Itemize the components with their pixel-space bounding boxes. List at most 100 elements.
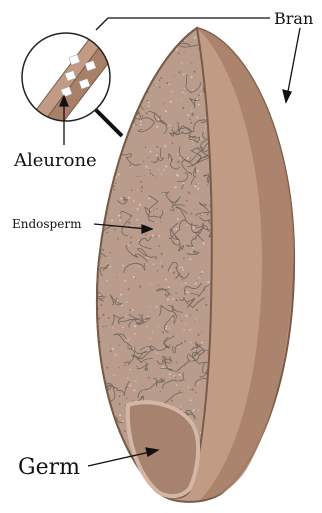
endosperm-speckle: [129, 339, 130, 340]
endosperm-speckle: [162, 356, 163, 357]
endosperm-speckle: [197, 170, 199, 172]
endosperm-speckle: [171, 400, 173, 402]
endosperm-speckle: [115, 182, 117, 184]
endosperm-speckle: [168, 33, 170, 35]
endosperm-speckle: [97, 396, 99, 398]
endosperm-speckle: [198, 94, 200, 96]
endosperm-speckle: [148, 157, 149, 158]
endosperm-speckle: [185, 282, 187, 284]
endosperm-speckle: [106, 172, 108, 174]
endosperm-speckle: [149, 63, 151, 65]
endosperm-cell-wall: [107, 43, 124, 56]
endosperm-speckle: [122, 265, 124, 267]
endosperm-speckle: [184, 40, 185, 41]
endosperm-speckle: [207, 214, 209, 216]
endosperm-speckle: [130, 236, 132, 238]
endosperm-speckle: [109, 317, 110, 318]
endosperm-speckle: [152, 331, 153, 332]
endosperm-speckle: [207, 281, 209, 283]
endosperm-speckle: [208, 230, 210, 232]
endosperm-speckle: [124, 430, 126, 432]
endosperm-speckle: [106, 422, 107, 423]
endosperm-speckle: [145, 362, 146, 363]
endosperm-speckle: [140, 120, 142, 122]
endosperm-speckle: [111, 220, 113, 222]
endosperm-speckle: [113, 52, 115, 54]
endosperm-speckle: [129, 309, 131, 311]
endosperm-speckle: [119, 123, 120, 124]
endosperm-speckle: [95, 456, 96, 457]
endosperm-cell-wall: [137, 36, 166, 46]
endosperm-speckle: [126, 47, 128, 49]
endosperm-cell-wall: [110, 89, 128, 106]
endosperm-speckle: [126, 397, 127, 398]
endosperm-speckle: [145, 88, 147, 90]
endosperm-speckle: [150, 173, 152, 175]
endosperm-speckle: [169, 328, 170, 329]
endosperm-speckle: [204, 130, 205, 131]
endosperm-speckle: [164, 49, 166, 51]
endosperm-speckle: [118, 41, 120, 43]
endosperm-speckle: [145, 146, 147, 148]
endosperm-speckle: [201, 271, 203, 273]
endosperm-speckle: [154, 360, 155, 361]
endosperm-speckle: [112, 481, 113, 482]
endosperm-speckle: [119, 403, 121, 405]
endosperm-speckle: [193, 89, 195, 91]
endosperm-speckle: [171, 142, 173, 144]
endosperm-speckle: [190, 158, 191, 159]
endosperm-speckle: [107, 263, 108, 264]
endosperm-speckle: [170, 294, 172, 296]
endosperm-speckle: [96, 415, 98, 417]
endosperm-speckle: [120, 197, 122, 199]
endosperm-speckle: [165, 28, 166, 29]
endosperm-speckle: [133, 200, 135, 202]
endosperm-speckle: [120, 294, 122, 296]
endosperm-speckle: [94, 460, 95, 461]
endosperm-speckle: [175, 186, 177, 188]
endosperm-speckle: [178, 315, 179, 316]
endosperm-speckle: [166, 82, 168, 84]
endosperm-speckle: [161, 253, 163, 255]
endosperm-cell-wall: [88, 252, 99, 258]
endosperm-speckle: [129, 164, 131, 166]
endosperm-speckle: [184, 88, 185, 89]
endosperm-speckle: [103, 28, 105, 30]
endosperm-cell-wall: [126, 41, 133, 51]
endosperm-speckle: [109, 258, 110, 259]
endosperm-speckle: [191, 111, 192, 112]
endosperm-speckle: [128, 197, 130, 199]
endosperm-speckle: [145, 234, 147, 236]
endosperm-speckle: [110, 350, 112, 352]
endosperm-cell-wall: [107, 438, 120, 453]
endosperm-speckle: [126, 301, 128, 303]
endosperm-speckle: [141, 190, 142, 191]
endosperm-speckle: [165, 328, 167, 330]
endosperm-speckle: [101, 212, 102, 213]
endosperm-speckle: [123, 478, 125, 480]
endosperm-speckle: [110, 345, 111, 346]
endosperm-speckle: [152, 44, 154, 46]
endosperm-speckle: [147, 100, 149, 102]
endosperm-speckle: [104, 204, 105, 205]
endosperm-cell-wall: [91, 417, 102, 425]
endosperm-cell-wall: [130, 73, 147, 82]
endosperm-speckle: [197, 280, 198, 281]
endosperm-speckle: [182, 92, 184, 94]
endosperm-speckle: [184, 52, 185, 53]
endosperm-speckle: [149, 43, 151, 45]
endosperm-speckle: [193, 227, 195, 229]
endosperm-speckle: [160, 217, 162, 219]
endosperm-speckle: [105, 134, 107, 136]
endosperm-speckle: [205, 125, 206, 126]
endosperm-speckle: [163, 103, 164, 104]
endosperm-speckle: [191, 233, 192, 234]
endosperm-speckle: [177, 218, 179, 220]
endosperm-speckle: [119, 139, 121, 141]
endosperm-speckle: [194, 321, 195, 322]
endosperm-speckle: [192, 389, 194, 391]
endosperm-speckle: [191, 114, 193, 116]
endosperm-speckle: [156, 208, 158, 210]
endosperm-cell-wall: [125, 480, 131, 491]
endosperm-speckle: [118, 173, 120, 175]
